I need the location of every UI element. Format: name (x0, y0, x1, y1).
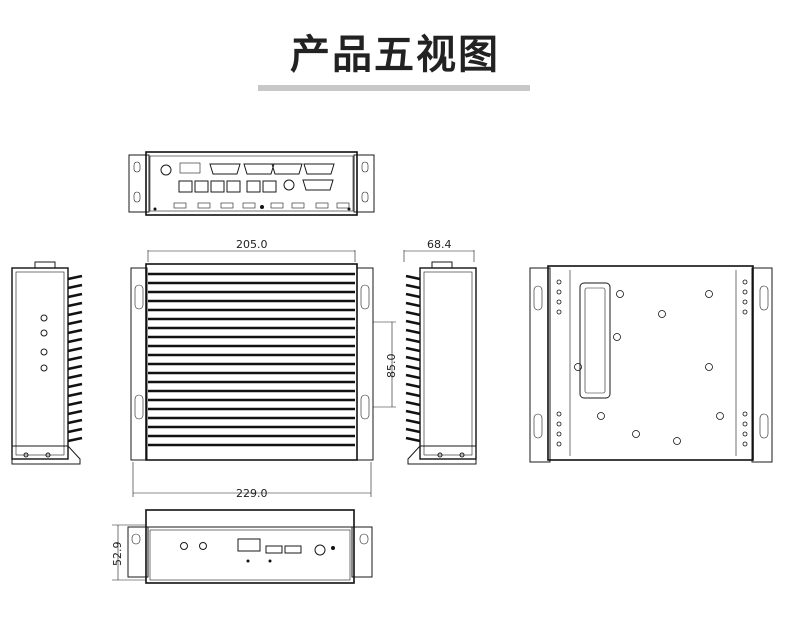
dim-width-top: 205.0 (236, 238, 268, 251)
dim-mount-spacing: 85.0 (385, 354, 398, 379)
top-finned-view (130, 250, 396, 497)
rear-io-view (128, 151, 375, 216)
page-title: 产品五视图 (290, 32, 500, 78)
right-side-view (403, 250, 477, 465)
dim-height: 52.9 (111, 542, 124, 567)
dim-depth: 68.4 (427, 238, 452, 251)
front-view (112, 509, 373, 584)
dim-width-overall: 229.0 (236, 487, 268, 500)
bottom-view (529, 265, 773, 463)
title-underline (258, 85, 530, 91)
left-side-view (11, 261, 83, 465)
